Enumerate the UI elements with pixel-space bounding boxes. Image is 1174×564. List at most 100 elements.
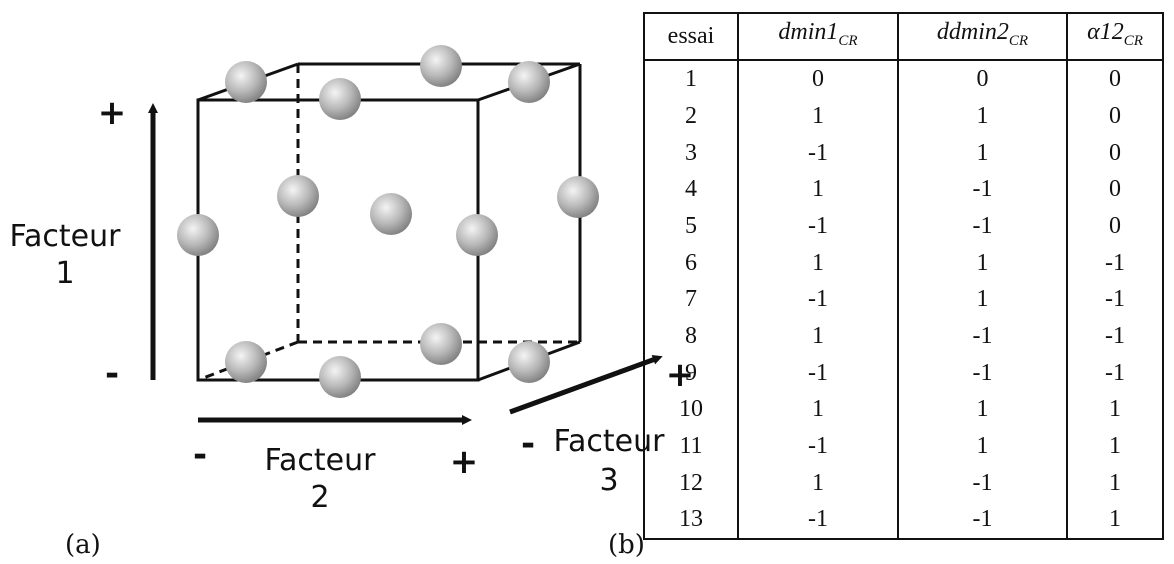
table-cell: 0 <box>1066 134 1164 171</box>
table-cell: 0 <box>1066 207 1164 245</box>
header-dmin1: dmin1CR <box>737 13 899 61</box>
table-cell: 10 <box>643 390 739 428</box>
design-point <box>225 341 267 383</box>
table-cell: 1 <box>897 134 1068 171</box>
factor3-label-number: 3 <box>599 463 618 498</box>
table-cell: 3 <box>643 134 739 171</box>
table-cell: -1 <box>737 134 899 171</box>
factor2-minus: - <box>193 435 207 475</box>
factor1-axis: + - Facteur 1 <box>10 93 158 394</box>
table-cell: 1 <box>737 317 899 355</box>
factor2-plus: + <box>450 442 479 482</box>
table-cell: 1 <box>737 170 899 208</box>
design-point <box>508 61 550 103</box>
table-cell: 1 <box>897 427 1068 465</box>
table-cell: -1 <box>737 427 899 465</box>
table-cell: 1 <box>897 97 1068 135</box>
table-cell: -1 <box>1066 244 1164 281</box>
table-cell: -1 <box>1066 280 1164 318</box>
factor2-axis: - + Facteur 2 <box>193 415 479 515</box>
table-cell: 0 <box>737 59 899 98</box>
table-cell: 1 <box>1066 501 1164 540</box>
table-cell: 1 <box>897 244 1068 281</box>
design-point <box>177 214 219 256</box>
header-alpha12: α12CR <box>1066 13 1164 61</box>
table-cell: -1 <box>1066 354 1164 391</box>
factor1-minus: - <box>105 354 119 394</box>
table-row: 9-1-1-1 <box>643 354 1164 391</box>
table-cell: 0 <box>897 59 1068 98</box>
table-cell: 0 <box>1066 59 1164 98</box>
table-cell: 1 <box>737 244 899 281</box>
table-cell: 13 <box>643 501 739 540</box>
panel-label-a: (a) <box>65 530 101 560</box>
design-point <box>319 78 361 120</box>
table-cell: -1 <box>737 354 899 391</box>
table-cell: 1 <box>737 464 899 502</box>
design-point <box>225 61 267 103</box>
table-cell: -1 <box>737 501 899 540</box>
table-cell: -1 <box>897 501 1068 540</box>
design-point <box>370 193 412 235</box>
table-cell: 1 <box>737 390 899 428</box>
table-cell: 2 <box>643 97 739 135</box>
table-cell: 9 <box>643 354 739 391</box>
table-cell: -1 <box>737 280 899 318</box>
table-cell: 12 <box>643 464 739 502</box>
table-header-row: essai dmin1CR ddmin2CR α12CR <box>643 13 1164 61</box>
table-cell: 1 <box>737 97 899 135</box>
factor2-label-number: 2 <box>310 480 329 515</box>
table-cell: -1 <box>897 317 1068 355</box>
design-points <box>177 45 599 398</box>
factor2-label: Facteur <box>265 443 377 478</box>
table-cell: 4 <box>643 170 739 208</box>
header-ddmin2: ddmin2CR <box>897 13 1068 61</box>
table-cell: 7 <box>643 280 739 318</box>
design-point <box>319 356 361 398</box>
table-cell: -1 <box>897 207 1068 245</box>
table-cell: -1 <box>897 464 1068 502</box>
factor1-label-number: 1 <box>55 256 74 291</box>
table-cell: 1 <box>1066 464 1164 502</box>
table-cell: 11 <box>643 427 739 465</box>
factor3-minus: - <box>521 424 535 464</box>
table-cell: 1 <box>1066 427 1164 465</box>
design-point <box>277 175 319 217</box>
design-point <box>508 341 550 383</box>
table-cell: 1 <box>643 59 739 98</box>
design-point <box>456 214 498 256</box>
table-cell: 8 <box>643 317 739 355</box>
table-cell: 0 <box>1066 170 1164 208</box>
table-cell: -1 <box>897 170 1068 208</box>
table-cell: -1 <box>897 354 1068 391</box>
factor1-label: Facteur <box>10 219 122 254</box>
table-cell: 5 <box>643 207 739 245</box>
table-cell: 0 <box>1066 97 1164 135</box>
design-point <box>420 323 462 365</box>
design-point <box>420 45 462 87</box>
design-point <box>557 176 599 218</box>
table-cell: 6 <box>643 244 739 281</box>
factor1-plus: + <box>98 93 127 133</box>
table-cell: 1 <box>897 390 1068 428</box>
table-cell: -1 <box>737 207 899 245</box>
table-cell: 1 <box>1066 390 1164 428</box>
table-cell: -1 <box>1066 317 1164 355</box>
header-essai: essai <box>643 13 739 61</box>
table-cell: 1 <box>897 280 1068 318</box>
panel-label-b: (b) <box>608 530 645 560</box>
